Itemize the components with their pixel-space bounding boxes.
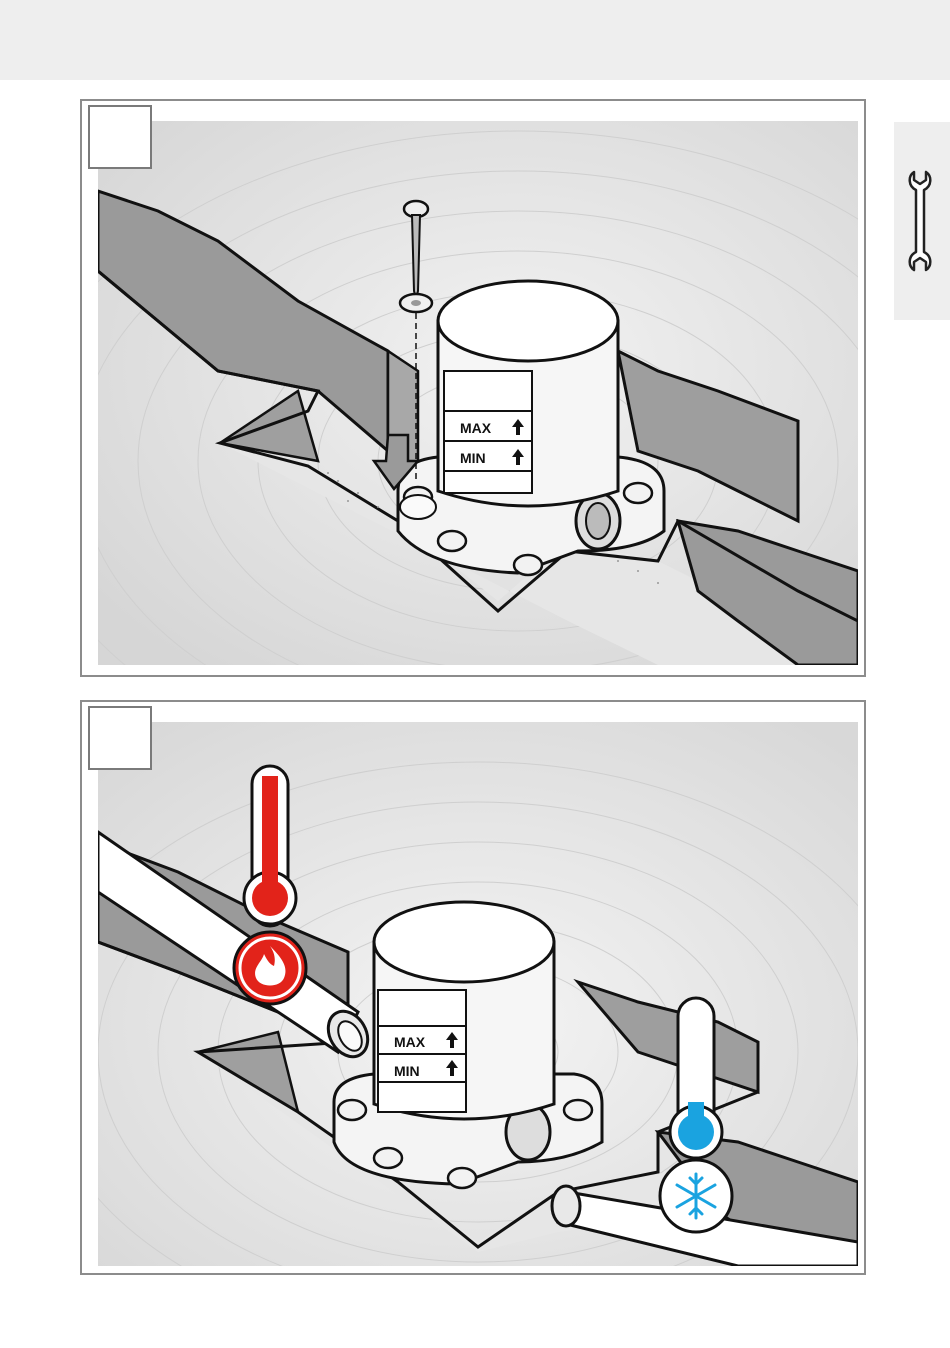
wrench-icon [902,166,942,276]
step-number-box [88,105,152,169]
min-label: MIN [460,450,486,466]
installation-illustration-1: MAX MIN [98,121,858,665]
side-tab [894,122,950,320]
figure-panel-1: MAX MIN [80,99,866,677]
level-label [378,990,466,1112]
hot-thermometer-icon [244,766,296,926]
flame-icon [234,932,306,1004]
step-number-box [88,706,152,770]
min-label: MIN [394,1063,420,1079]
figure-panel-2: MAX MIN [80,700,866,1275]
page-header-band [0,0,950,80]
max-label: MAX [394,1034,426,1050]
max-label: MAX [460,420,492,436]
installation-illustration-2: MAX MIN [98,722,858,1266]
snowflake-icon [660,1160,732,1232]
cold-thermometer-icon [670,998,722,1158]
